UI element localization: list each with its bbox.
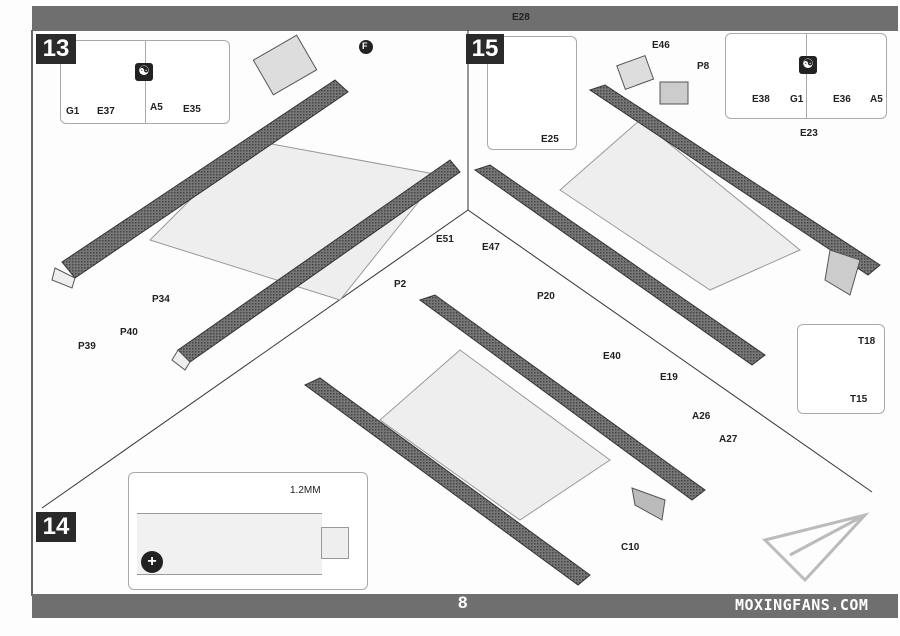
part-label: E47 [482,242,500,253]
part-label: T18 [858,336,876,347]
part-label: T15 [850,394,868,405]
step-number-13: 13 [36,34,76,64]
part-label: E35 [183,104,201,115]
part-label: P20 [537,291,555,302]
mirror-symbol-icon: ☯ [135,63,153,81]
part-label: A5 [870,94,883,105]
subassembly-badge [359,40,373,54]
part-label: E19 [660,372,678,383]
drill-size-label: 1.2MM [290,485,321,496]
part-label: A26 [692,411,711,422]
part-label: P2 [394,279,407,290]
chassis-step14 [304,294,706,586]
page-number: 8 [458,593,468,612]
inset-step15-c [797,324,885,414]
part-label: E23 [800,128,818,139]
chassis-step13 [51,34,461,371]
part-label: P34 [152,294,170,305]
mirror-symbol-icon: ☯ [799,56,817,74]
zoom-in-icon: + [141,551,163,573]
part-label: E25 [541,134,559,145]
inset-step13: ☯ [60,40,230,124]
part-label: E40 [603,351,621,362]
brand-watermark: MOXINGFANS.COM [735,596,869,614]
step-number-15: 15 [466,34,504,64]
inset-step14-detail: + [128,472,368,590]
part-label: G1 [66,106,80,117]
part-label: A27 [719,434,738,445]
part-label: C10 [621,542,640,553]
header-bar [32,6,898,31]
part-label: P40 [120,327,138,338]
footer-bar [32,594,898,618]
part-label: P8 [697,61,710,72]
part-label: P39 [78,341,96,352]
page-border [31,30,33,596]
part-label: E38 [752,94,770,105]
part-label: E28 [512,12,530,23]
inset-step15-b: ☯ [725,33,887,119]
part-label: E37 [97,106,115,117]
subassembly-f-label: F [362,41,368,51]
plane-logo [762,512,870,583]
chassis-step15 [473,54,881,366]
part-label: G1 [790,94,804,105]
part-label: A5 [150,102,163,113]
part-label: E51 [436,234,454,245]
step-number-14: 14 [36,512,76,542]
part-label: E46 [652,40,670,51]
part-label: E36 [833,94,851,105]
